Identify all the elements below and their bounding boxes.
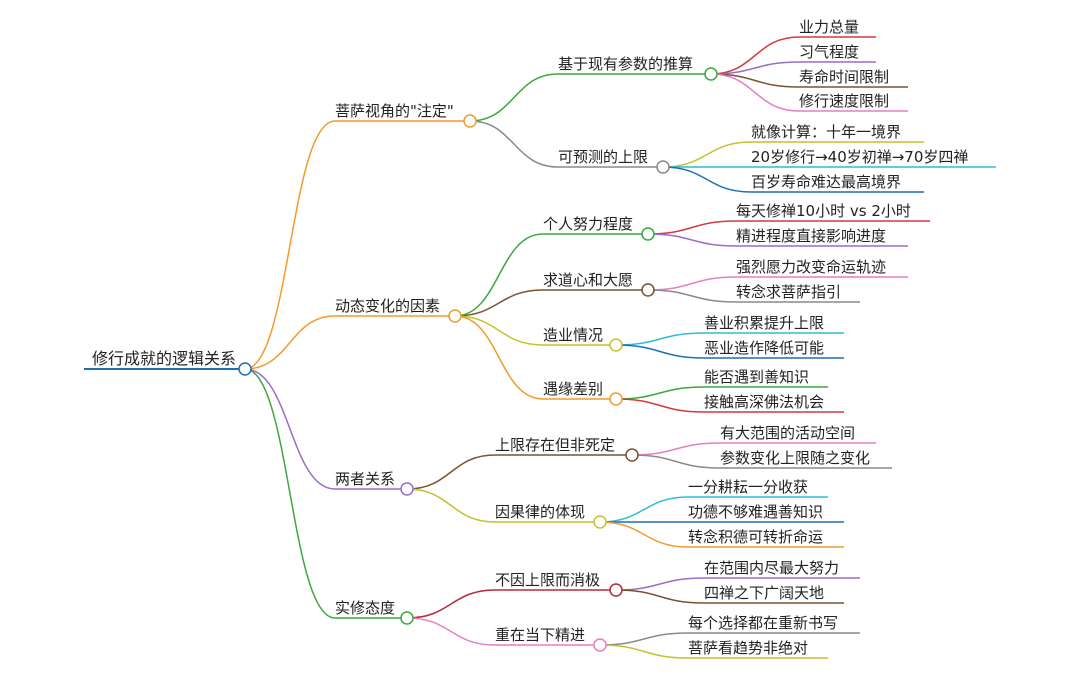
b3-s0-joint[interactable] (609, 583, 623, 597)
sub-branch-label: 个人努力程度 (543, 215, 633, 233)
link-b1-s3-l1 (615, 398, 705, 413)
branch-label: 两者关系 (335, 470, 395, 488)
b2-joint[interactable] (400, 482, 414, 496)
b2-s1-joint[interactable] (593, 515, 607, 529)
link-b3-s1-l1 (599, 644, 689, 659)
link-b1-s2-l1 (615, 344, 705, 359)
leaf-label: 精进程度直接影响进度 (736, 227, 886, 245)
leaf-label: 强烈愿力改变命运轨迹 (736, 258, 886, 276)
branch-label: 菩萨视角的"注定" (335, 102, 454, 120)
leaf-label: 菩萨看趋势非绝对 (688, 639, 808, 657)
link-b3-s0-l0 (615, 577, 705, 591)
branch-label: 动态变化的因素 (335, 297, 440, 315)
leaf-label: 功德不够难遇善知识 (688, 503, 823, 521)
sub-branch-label: 可预测的上限 (558, 148, 648, 166)
joint-layer (238, 67, 718, 652)
link-b3-s0-l1 (615, 589, 705, 604)
link-b0-s1-l0 (662, 141, 752, 168)
sub-branch-label: 求道心和大愿 (543, 271, 633, 289)
branch-label: 实修态度 (335, 599, 395, 617)
sub-branch-label: 不因上限而消极 (495, 571, 600, 589)
link-b1-s0-l0 (647, 220, 737, 235)
leaf-label: 在范围内尽最大努力 (704, 559, 839, 577)
root-label: 修行成就的逻辑关系 (92, 349, 236, 368)
link-b0-s0-l0 (710, 36, 800, 75)
link-root-b3 (244, 368, 336, 619)
link-b1-s1-l1 (647, 289, 737, 303)
leaf-label: 每天修禅10小时 vs 2小时 (736, 202, 911, 220)
link-root-b0 (244, 120, 336, 370)
link-b0-s1 (469, 120, 559, 168)
b2-s0-joint[interactable] (625, 448, 639, 462)
b1-s2-joint[interactable] (609, 338, 623, 352)
leaf-label: 习气程度 (799, 43, 859, 61)
leaf-label: 每个选择都在重新书写 (688, 614, 838, 632)
link-b2-s1-l0 (599, 496, 689, 523)
leaf-label: 参数变化上限随之变化 (720, 449, 870, 467)
link-b1-s3-l0 (615, 386, 705, 400)
b1-s1-joint[interactable] (641, 283, 655, 297)
sub-branch-label: 因果律的体现 (495, 503, 585, 521)
link-b1-s0-l1 (647, 233, 737, 247)
leaf-label: 20岁修行→40岁初禅→70岁四禅 (751, 148, 968, 166)
b1-joint[interactable] (448, 309, 462, 323)
link-b2-s0-l1 (631, 454, 721, 469)
link-b3-s0 (406, 589, 496, 619)
leaf-label: 四禅之下广阔天地 (704, 584, 824, 602)
link-b3-s1 (406, 617, 496, 646)
link-b3-s1-l0 (599, 632, 689, 646)
b0-s1-joint[interactable] (656, 160, 670, 174)
connector-layer (84, 36, 996, 659)
leaf-label: 能否遇到善知识 (704, 368, 809, 386)
sub-branch-label: 重在当下精进 (495, 626, 585, 644)
link-b0-s0 (469, 73, 559, 122)
sub-branch-label: 遇缘差别 (543, 380, 603, 398)
link-b1-s2-l0 (615, 332, 705, 346)
link-b1-s3 (454, 315, 544, 400)
sub-branch-label: 造业情况 (543, 326, 603, 344)
leaf-label: 寿命时间限制 (799, 68, 889, 86)
leaf-label: 有大范围的活动空间 (720, 424, 855, 442)
leaf-label: 转念求菩萨指引 (736, 283, 841, 301)
link-b1-s2 (454, 315, 544, 346)
leaf-label: 修行速度限制 (799, 92, 889, 110)
b0-s0-joint[interactable] (704, 67, 718, 81)
link-root-b2 (244, 368, 336, 490)
leaf-label: 恶业造作降低可能 (704, 339, 824, 357)
link-b2-s0-l0 (631, 442, 721, 456)
link-b2-s1-l2 (599, 521, 689, 548)
link-root-b1 (244, 315, 336, 370)
label-layer: 修行成就的逻辑关系 菩萨视角的"注定" 动态变化的因素 两者关系 实修态度 基于… (92, 18, 968, 657)
b1-s3-joint[interactable] (609, 392, 623, 406)
leaf-label: 转念积德可转折命运 (688, 528, 823, 546)
leaf-label: 业力总量 (799, 18, 859, 36)
link-b2-s1 (406, 488, 496, 523)
link-b0-s0-l3 (710, 73, 800, 112)
sub-branch-label: 基于现有参数的推算 (558, 55, 693, 73)
b3-s1-joint[interactable] (593, 638, 607, 652)
link-b1-s1-l0 (647, 276, 737, 291)
b3-joint[interactable] (400, 611, 414, 625)
root-joint[interactable] (238, 362, 252, 376)
leaf-label: 就像计算：十年一境界 (751, 123, 901, 141)
b0-joint[interactable] (463, 114, 477, 128)
sub-branch-label: 上限存在但非死定 (495, 436, 615, 454)
leaf-label: 接触高深佛法机会 (704, 393, 824, 411)
leaf-label: 一分耕耘一分收获 (688, 478, 808, 496)
b1-s0-joint[interactable] (641, 227, 655, 241)
link-b0-s1-l2 (662, 166, 752, 193)
leaf-label: 善业积累提升上限 (704, 314, 824, 332)
leaf-label: 百岁寿命难达最高境界 (751, 173, 901, 191)
link-b1-s0 (454, 233, 544, 317)
link-b1-s1 (454, 289, 544, 317)
link-b2-s0 (406, 454, 496, 490)
